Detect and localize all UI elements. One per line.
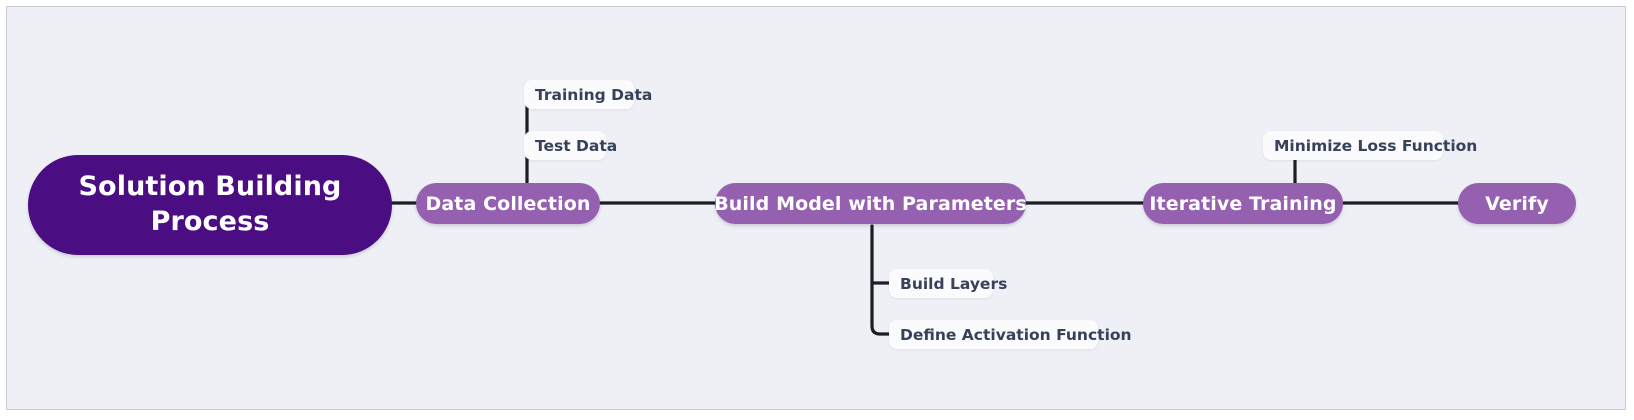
mindmap-leaf-test-data[interactable]: Test Data <box>524 131 617 160</box>
mindmap-root-label: Solution Building Process <box>78 171 342 237</box>
mindmap-branch-iterative-training[interactable]: Iterative Training <box>1143 183 1343 224</box>
mindmap-branch-label: Data Collection <box>425 192 591 215</box>
mindmap-branch-label: Build Model with Parameters <box>714 192 1027 215</box>
mindmap-branch-label: Verify <box>1485 192 1549 215</box>
mindmap-branch-verify[interactable]: Verify <box>1458 183 1576 224</box>
mindmap-leaf-label: Minimize Loss Function <box>1274 136 1478 155</box>
mindmap-leaf-label: Define Activation Function <box>900 325 1132 344</box>
mindmap-root-node[interactable]: Solution Building Process <box>28 155 392 255</box>
mindmap-leaf-minimize-loss-function[interactable]: Minimize Loss Function <box>1263 131 1477 160</box>
mindmap-branch-label: Iterative Training <box>1149 192 1337 215</box>
mindmap-leaf-define-activation-function[interactable]: Define Activation Function <box>889 320 1132 349</box>
mindmap-leaf-label: Build Layers <box>900 274 1008 293</box>
mindmap-branch-build-model-with-parameters[interactable]: Build Model with Parameters <box>714 183 1027 224</box>
mindmap-leaf-training-data[interactable]: Training Data <box>524 80 652 109</box>
mindmap-leaf-label: Test Data <box>535 136 618 155</box>
mindmap-branch-data-collection[interactable]: Data Collection <box>416 183 600 224</box>
mindmap-leaf-label: Training Data <box>535 85 653 104</box>
mindmap-leaf-build-layers[interactable]: Build Layers <box>889 269 1007 298</box>
